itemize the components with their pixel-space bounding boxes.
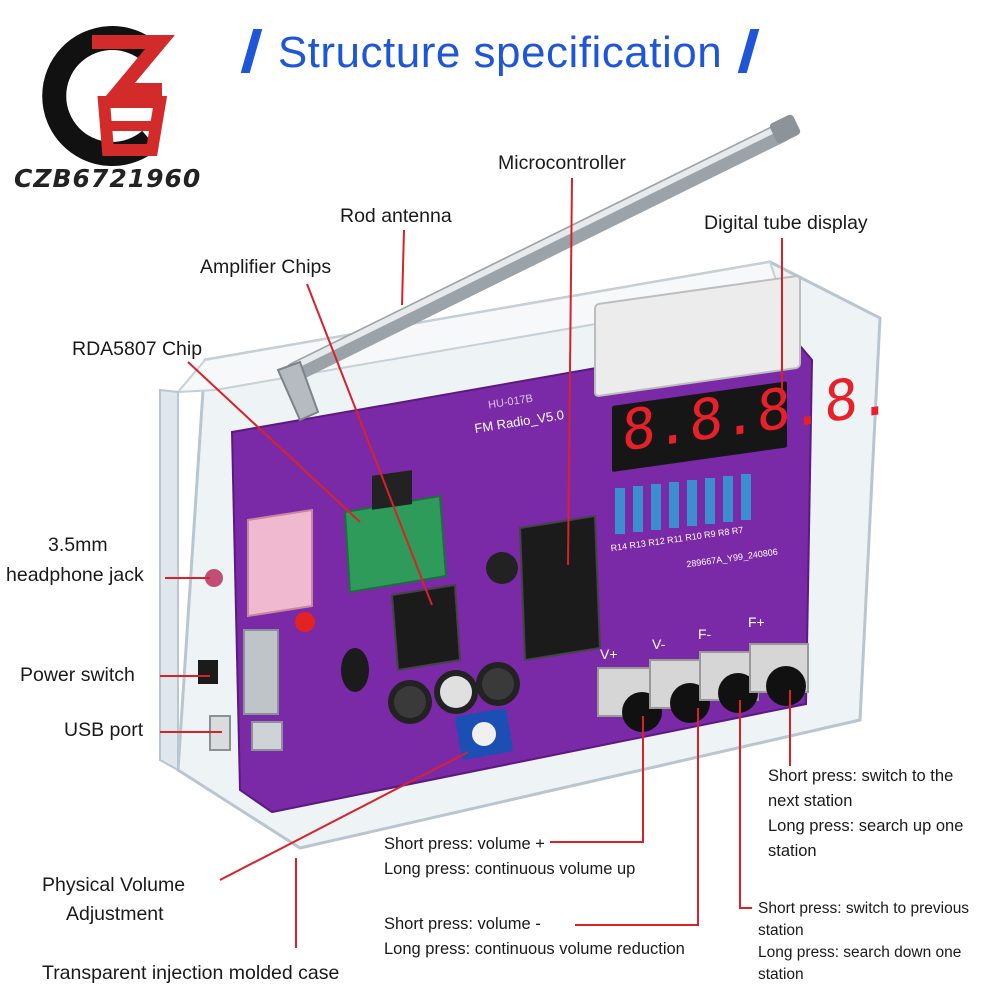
desc-f-plus-line2: next station (768, 792, 853, 810)
amplifier-chip (390, 583, 462, 672)
button-label-vminus: V- (652, 636, 666, 652)
button-label-fminus: F- (698, 626, 712, 642)
page-title: Structure specification (0, 28, 1000, 78)
label-transparent-case: Transparent injection molded case (42, 962, 340, 984)
power-switch-component (198, 629, 279, 715)
rda5807-module (343, 470, 448, 594)
desc-volume-down-short: Short press: volume - (384, 915, 541, 933)
desc-f-plus-line3: Long press: search up one (768, 817, 964, 835)
desc-f-plus-line1: Short press: switch to the (768, 767, 954, 785)
desc-f-minus-line3: Long press: search down one (758, 944, 962, 961)
desc-volume-up-short: Short press: volume + (384, 835, 545, 853)
button-label-fplus: F+ (748, 614, 765, 630)
digital-tube-display (594, 275, 801, 472)
button-label-vplus: V+ (600, 646, 618, 662)
headphone-jack (205, 508, 313, 618)
desc-f-minus-line4: station (758, 966, 804, 983)
desc-f-minus-line2: station (758, 922, 804, 939)
label-volume-adjust-line1: Physical Volume (42, 874, 186, 896)
desc-f-minus: Short press: switch to previous station … (758, 898, 969, 986)
label-volume-adjust-line2: Adjustment (66, 903, 164, 925)
callout-leader-lines (160, 177, 791, 948)
rod-antenna (276, 114, 801, 422)
desc-f-plus: Short press: switch to the next station … (768, 764, 963, 864)
title-text: Structure specification (277, 28, 723, 77)
logo-z-mark (92, 35, 175, 156)
label-headphone-jack-line2: headphone jack (6, 564, 144, 586)
label-headphone-jack-line1: 3.5mm (48, 534, 108, 556)
label-digital-tube-display: Digital tube display (704, 212, 868, 234)
desc-volume-down-long: Long press: continuous volume reduction (384, 940, 685, 958)
brand-logo (42, 26, 175, 166)
tactile-buttons (597, 643, 809, 732)
label-rod-antenna: Rod antenna (340, 205, 452, 227)
desc-f-plus-line4: station (768, 842, 817, 860)
red-led (295, 612, 315, 632)
logo-text: CZB6721960 (14, 164, 202, 193)
volume-potentiometer (455, 708, 513, 760)
label-amplifier-chips: Amplifier Chips (200, 256, 332, 278)
desc-volume-down: Short press: volume - Long press: contin… (384, 912, 685, 962)
resistor-array (615, 474, 751, 534)
label-microcontroller: Microcontroller (498, 152, 626, 174)
capacitors (341, 552, 520, 724)
desc-volume-up-long: Long press: continuous volume up (384, 860, 636, 878)
desc-volume-up: Short press: volume + Long press: contin… (384, 832, 635, 882)
label-power-switch: Power switch (20, 664, 135, 686)
microcontroller-ic (518, 514, 602, 662)
label-rda5807-chip: RDA5807 Chip (72, 338, 203, 360)
desc-f-minus-line1: Short press: switch to previous (758, 900, 970, 917)
label-usb-port: USB port (64, 719, 144, 741)
